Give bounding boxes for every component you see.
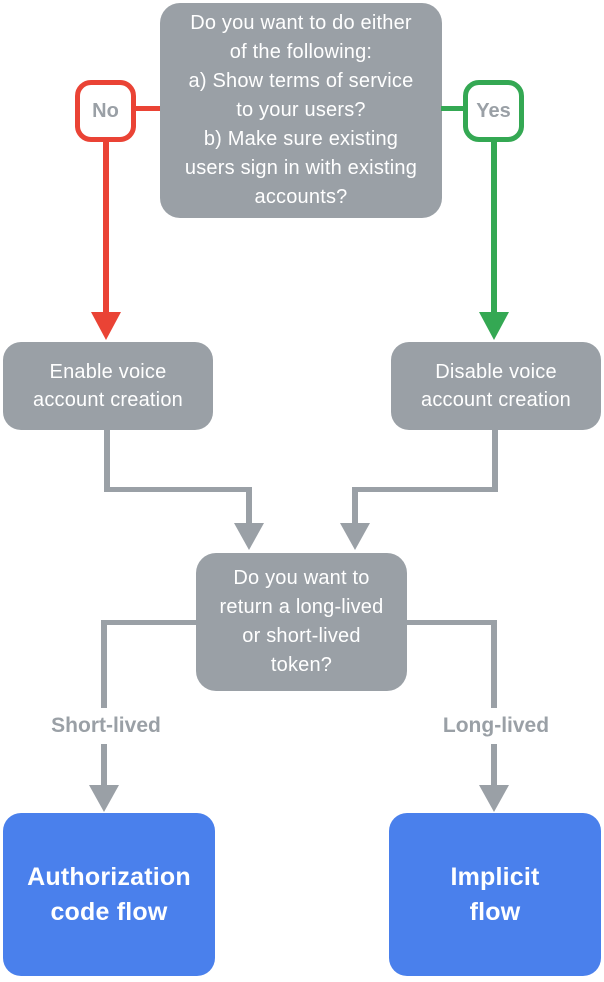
node-authorization-code-flow: Authorization code flow [3, 813, 215, 976]
node-disable-voice-account-creation: Disable voice account creation [391, 342, 601, 430]
no-arrowhead-icon [91, 312, 121, 340]
connector-disable-down [492, 430, 498, 492]
connector-no-horizontal [136, 106, 160, 111]
connector-disable-across [352, 487, 498, 492]
connector-shortlived-down [101, 620, 107, 785]
longlived-arrowhead-icon [479, 785, 509, 812]
connector-yes-vertical [491, 142, 497, 314]
connector-enable-into-token [246, 487, 252, 525]
edge-label-short-lived: Short-lived [22, 708, 190, 744]
node-question-terms-of-service: Do you want to do either of the followin… [160, 3, 442, 218]
connector-enable-down [104, 430, 110, 492]
connector-shortlived-across [101, 620, 196, 625]
connector-disable-into-token [352, 487, 358, 525]
enable-arrowhead-icon [234, 523, 264, 550]
node-question-token-lifetime: Do you want to return a long-lived or sh… [196, 553, 407, 691]
connector-longlived-down [491, 620, 497, 785]
edge-label-long-lived: Long-lived [412, 708, 580, 744]
edge-label-no: No [75, 80, 136, 142]
connector-no-vertical [103, 142, 109, 314]
shortlived-arrowhead-icon [89, 785, 119, 812]
connector-enable-across [104, 487, 252, 492]
disable-arrowhead-icon [340, 523, 370, 550]
node-implicit-flow: Implicit flow [389, 813, 601, 976]
edge-label-yes: Yes [463, 80, 524, 142]
node-enable-voice-account-creation: Enable voice account creation [3, 342, 213, 430]
connector-longlived-across [407, 620, 497, 625]
yes-arrowhead-icon [479, 312, 509, 340]
connector-yes-horizontal [441, 106, 463, 111]
